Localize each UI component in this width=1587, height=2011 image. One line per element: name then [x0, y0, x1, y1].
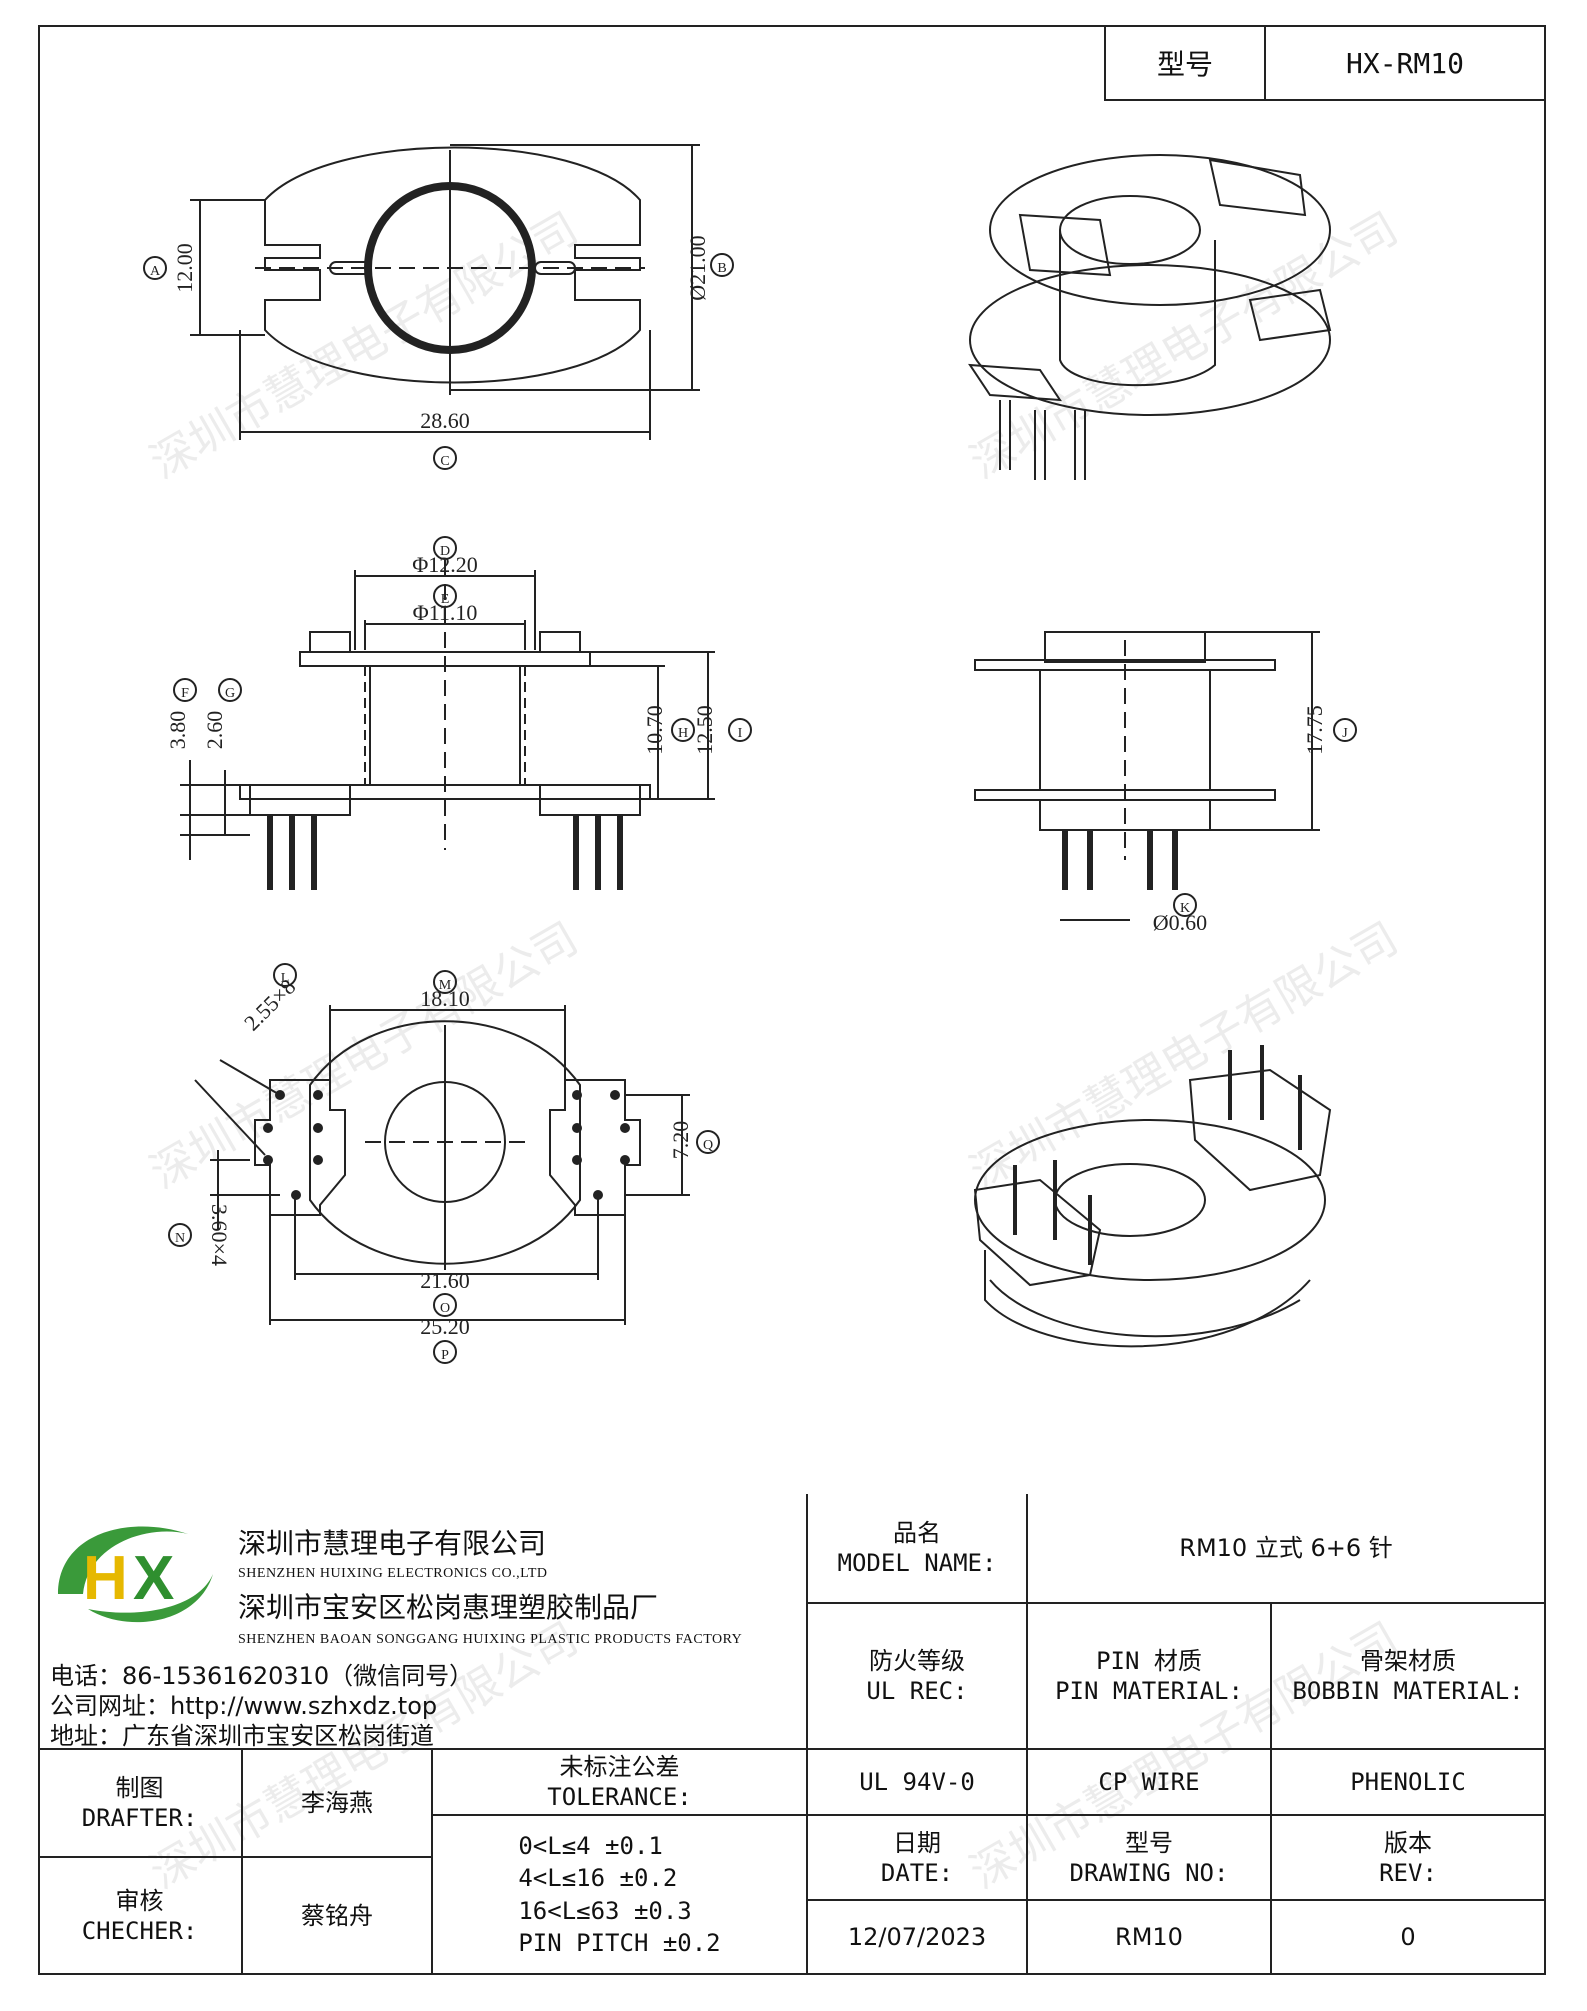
tag-a: A [150, 264, 161, 279]
tag-i: I [738, 726, 743, 741]
dim-o: 21.60 [420, 1268, 470, 1293]
iso-view-bottom [973, 1045, 1332, 1348]
address: 地址：广东省深圳市宝安区松岗街道 [50, 1722, 434, 1750]
dim-c: 28.60 [420, 408, 470, 433]
company-name-en: SHENZHEN HUIXING ELECTRONICS CO.,LTD [238, 1566, 548, 1581]
tag-q: Q [703, 1138, 713, 1153]
front-view: Φ12.20 D Φ11.10 E 3.80 2.60 F G 10.70 12… [165, 536, 752, 890]
company-name-cn: 深圳市慧理电子有限公司 [238, 1527, 547, 1560]
tag-o: O [440, 1301, 450, 1316]
dim-q: 7.20 [668, 1121, 693, 1160]
rev-value: 0 [1272, 1901, 1546, 1975]
website: 公司网址：http://www.szhxdz.top [50, 1692, 438, 1720]
drafter-name: 李海燕 [243, 1750, 433, 1858]
tag-l: L [281, 971, 290, 986]
technical-drawing: 12.00 A Ø21.00 B 28.60 C [143, 144, 1357, 1364]
tag-c: C [440, 454, 449, 469]
tag-d: D [440, 544, 450, 559]
tag-p: P [441, 1348, 449, 1363]
model-value: HX-RM10 [1345, 46, 1464, 80]
dim-i: 12.50 [692, 705, 717, 755]
bobbin-material-value: PHENOLIC [1272, 1750, 1546, 1816]
bottom-view: 18.10 M 2.55×8 L 3.60×4 N 21.60 O 25.20 … [168, 963, 720, 1364]
company-info: H X 深圳市慧理电子有限公司 SHENZHEN HUIXING ELECTRO… [38, 1494, 808, 1750]
factory-name-en: SHENZHEN BAOAN SONGGANG HUIXING PLASTIC … [238, 1632, 743, 1647]
dim-p: 25.20 [420, 1314, 470, 1339]
title-block: H X 深圳市慧理电子有限公司 SHENZHEN HUIXING ELECTRO… [38, 1494, 1546, 1975]
tag-k: K [1180, 901, 1190, 916]
model-label: 型号 [1106, 27, 1266, 99]
model-header: 型号 HX-RM10 [1104, 25, 1546, 101]
tag-b: B [717, 261, 726, 276]
tag-e: E [441, 592, 450, 607]
iso-view-top [968, 154, 1332, 480]
dim-b: Ø21.00 [685, 235, 710, 300]
tag-j: J [1342, 726, 1348, 741]
tag-n: N [175, 1231, 185, 1246]
dim-h: 10.70 [642, 705, 667, 755]
checker-name: 蔡铭舟 [243, 1858, 433, 1975]
tag-m: M [439, 978, 452, 993]
phone: 电话：86-15361620310（微信同号） [50, 1662, 474, 1690]
dim-m: 18.10 [420, 986, 470, 1011]
factory-name-cn: 深圳市宝安区松岗惠理塑胶制品厂 [238, 1591, 659, 1624]
pin-material-value: CP WIRE [1028, 1750, 1272, 1816]
tag-f: F [181, 686, 189, 701]
tag-h: H [678, 726, 688, 741]
tag-g: G [225, 686, 235, 701]
dim-a: 12.00 [172, 243, 197, 293]
dim-d: Φ12.20 [412, 552, 478, 577]
dim-f: 3.80 [165, 711, 190, 750]
model-name-value: RM10 立式 6+6 针 [1028, 1494, 1546, 1604]
svg-text:X: X [133, 1544, 174, 1613]
drawing-no-value: RM10 [1028, 1901, 1272, 1975]
company-logo: H X [58, 1526, 213, 1623]
ul-value: UL 94V-0 [808, 1750, 1028, 1816]
svg-text:H: H [83, 1544, 128, 1613]
dim-j: 17.75 [1302, 705, 1327, 755]
date-value: 12/07/2023 [808, 1901, 1028, 1975]
dim-g: 2.60 [202, 711, 227, 750]
dim-e: Φ11.10 [413, 600, 478, 625]
side-view: 17.75 J Ø0.60 K [974, 631, 1357, 935]
dim-n: 3.60×4 [207, 1204, 232, 1266]
top-view: 12.00 A Ø21.00 B 28.60 C [143, 144, 734, 470]
